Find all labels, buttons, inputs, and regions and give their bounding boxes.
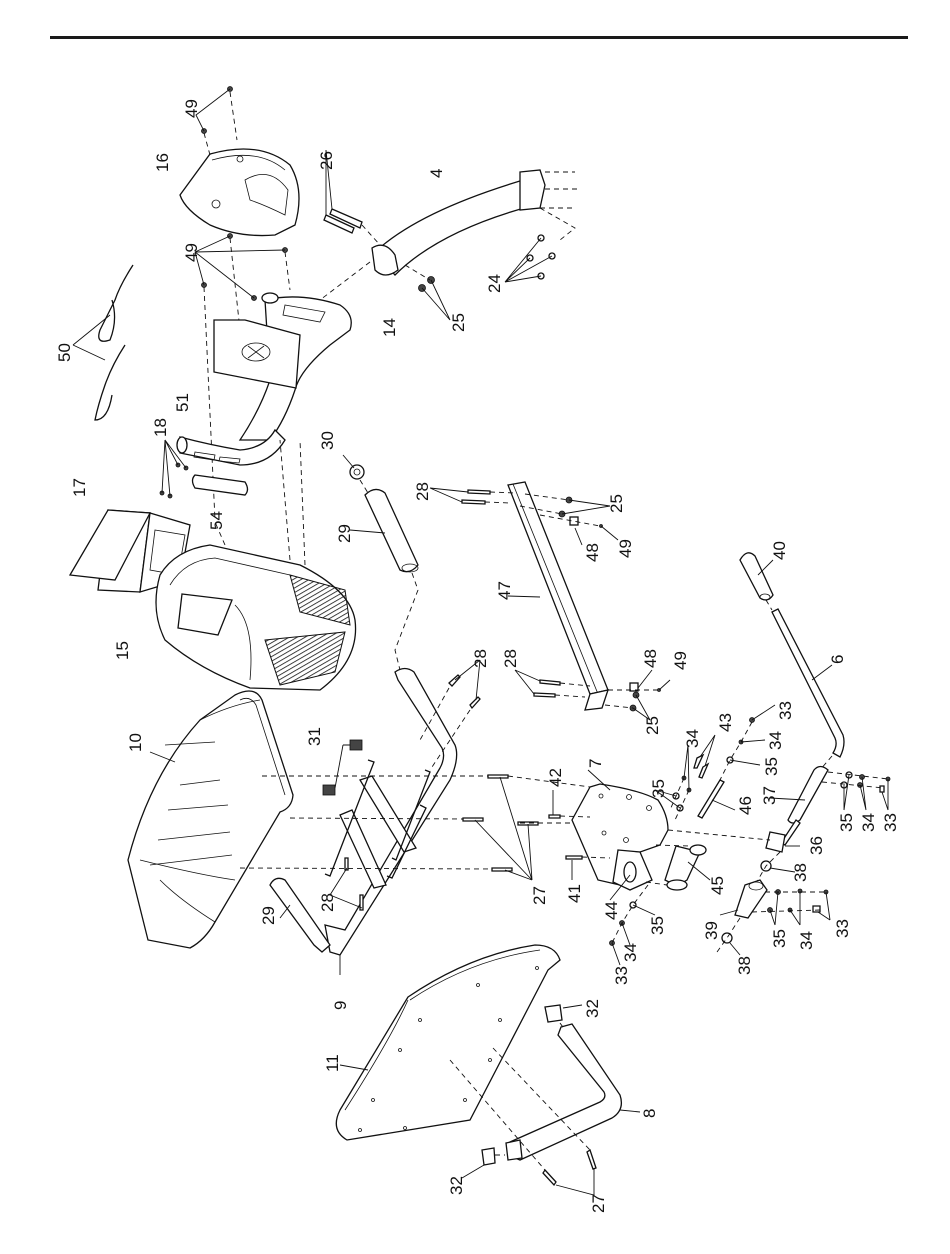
bolt-28-pair-lower-rail bbox=[515, 670, 590, 697]
label-32-upper: 32 bbox=[583, 999, 602, 1018]
label-18: 18 bbox=[151, 418, 170, 437]
label-26: 26 bbox=[317, 151, 336, 170]
part-16-rear-shroud bbox=[180, 149, 299, 236]
screw-49-group-top bbox=[196, 87, 237, 156]
label-7: 7 bbox=[586, 759, 605, 768]
label-14: 14 bbox=[380, 318, 399, 337]
label-28-rail: 28 bbox=[501, 649, 520, 668]
label-33-right: 33 bbox=[881, 813, 900, 832]
label-33-upper: 33 bbox=[776, 701, 795, 720]
label-37: 37 bbox=[760, 786, 779, 805]
label-30: 30 bbox=[318, 431, 337, 450]
hardware-25-48-49-lower bbox=[605, 670, 670, 720]
part-9-seat-frame bbox=[270, 669, 457, 976]
label-34-lower-right: 34 bbox=[797, 931, 816, 950]
label-28-frame: 28 bbox=[471, 649, 490, 668]
label-33-lower-left: 33 bbox=[612, 966, 631, 985]
label-54: 54 bbox=[207, 511, 226, 530]
label-43: 43 bbox=[716, 713, 735, 732]
label-49: 49 bbox=[182, 99, 201, 118]
label-32-lower: 32 bbox=[447, 1176, 466, 1195]
label-48-lower: 48 bbox=[641, 649, 660, 668]
part-30-end-cap bbox=[343, 455, 364, 479]
label-34-upper: 34 bbox=[766, 731, 785, 750]
label-25-lower: 25 bbox=[643, 716, 662, 735]
part-29-foam-grip-upper bbox=[350, 480, 418, 670]
part-50-cables bbox=[73, 265, 133, 420]
label-35-upper: 35 bbox=[762, 757, 781, 776]
label-9: 9 bbox=[331, 1001, 350, 1010]
part-47-rail bbox=[508, 482, 608, 710]
part-15-console bbox=[156, 440, 356, 690]
label-17: 17 bbox=[70, 478, 89, 497]
label-45: 45 bbox=[708, 876, 727, 895]
label-29-lower: 29 bbox=[259, 906, 278, 925]
label-39: 39 bbox=[702, 921, 721, 940]
label-29-upper: 29 bbox=[335, 524, 354, 543]
nut-25-pair-top bbox=[405, 265, 450, 320]
label-31: 31 bbox=[305, 727, 324, 746]
label-38-lower: 38 bbox=[735, 956, 754, 975]
part-31-end-caps bbox=[323, 740, 362, 795]
label-41: 41 bbox=[565, 884, 584, 903]
hardware-35-34-33-right bbox=[822, 772, 890, 810]
label-46: 46 bbox=[736, 796, 755, 815]
label-6: 6 bbox=[828, 655, 847, 664]
part-46-pin bbox=[698, 780, 735, 818]
label-28-seat: 28 bbox=[318, 893, 337, 912]
label-50: 50 bbox=[55, 343, 74, 362]
part-14-console-mast bbox=[214, 293, 351, 440]
label-42: 42 bbox=[546, 768, 565, 787]
part-39-pivot-block bbox=[720, 880, 767, 918]
label-10: 10 bbox=[126, 733, 145, 752]
label-47: 47 bbox=[495, 581, 514, 600]
bolt-28-pair-top bbox=[430, 488, 515, 504]
label-35-mid: 35 bbox=[649, 779, 668, 798]
label-33-lower-right: 33 bbox=[833, 919, 852, 938]
label-16: 16 bbox=[153, 153, 172, 172]
label-40: 40 bbox=[770, 541, 789, 560]
label-28-top: 28 bbox=[413, 482, 432, 501]
label-8: 8 bbox=[640, 1109, 659, 1118]
label-25-top: 25 bbox=[449, 313, 468, 332]
label-4: 4 bbox=[427, 169, 446, 178]
label-34-right: 34 bbox=[859, 813, 878, 832]
label-35-right: 35 bbox=[837, 813, 856, 832]
label-51: 51 bbox=[173, 393, 192, 412]
label-24: 24 bbox=[485, 274, 504, 293]
bolt-24-group bbox=[505, 235, 555, 282]
label-15: 15 bbox=[113, 641, 132, 660]
label-36: 36 bbox=[807, 836, 826, 855]
label-38-upper: 38 bbox=[791, 863, 810, 882]
label-34-mid: 34 bbox=[683, 729, 702, 748]
part-8-backrest-frame bbox=[506, 1024, 640, 1160]
label-11: 11 bbox=[323, 1054, 342, 1072]
label-27-seat: 27 bbox=[530, 886, 549, 905]
label-48-top: 48 bbox=[583, 543, 602, 562]
label-49-lower: 49 bbox=[671, 651, 690, 670]
label-44: 44 bbox=[602, 901, 621, 920]
part-38-upper bbox=[755, 852, 795, 885]
part-45-wheel bbox=[646, 845, 710, 890]
label-35-lower-left: 35 bbox=[648, 916, 667, 935]
label-27-backrest: 27 bbox=[589, 1194, 608, 1213]
label-34-lower-left: 34 bbox=[621, 943, 640, 962]
label-49-rail: 49 bbox=[616, 539, 635, 558]
label-25-rail: 25 bbox=[607, 494, 626, 513]
label-49-mid: 49 bbox=[182, 243, 201, 262]
label-35-lower-right: 35 bbox=[770, 929, 789, 948]
part-40-lever-grip bbox=[740, 553, 773, 600]
part-11-backrest bbox=[336, 945, 560, 1140]
part-54-grip-pad bbox=[193, 475, 248, 495]
